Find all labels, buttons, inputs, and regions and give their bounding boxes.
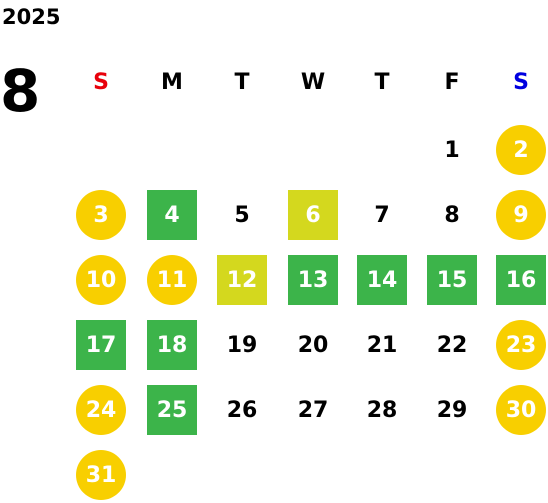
- day-cell-26[interactable]: 26: [226, 397, 258, 423]
- day-cell-22[interactable]: 22: [436, 332, 468, 358]
- day-cell-15[interactable]: 15: [427, 255, 477, 305]
- day-cell-1[interactable]: 1: [444, 137, 460, 163]
- day-cell-27[interactable]: 27: [297, 397, 329, 423]
- day-cell-4[interactable]: 4: [147, 190, 197, 240]
- day-cell-29[interactable]: 29: [436, 397, 468, 423]
- month-number: 8: [0, 57, 41, 125]
- day-cell-25[interactable]: 25: [147, 385, 197, 435]
- day-cell-21[interactable]: 21: [366, 332, 398, 358]
- day-cell-2[interactable]: 2: [496, 125, 546, 175]
- weekday-header-sunday: S: [93, 69, 109, 95]
- day-cell-8[interactable]: 8: [444, 202, 460, 228]
- day-cell-11[interactable]: 11: [147, 255, 197, 305]
- day-cell-24[interactable]: 24: [76, 385, 126, 435]
- day-cell-30[interactable]: 30: [496, 385, 546, 435]
- day-cell-17[interactable]: 17: [76, 320, 126, 370]
- day-cell-18[interactable]: 18: [147, 320, 197, 370]
- day-cell-14[interactable]: 14: [357, 255, 407, 305]
- day-cell-31[interactable]: 31: [76, 450, 126, 500]
- day-cell-20[interactable]: 20: [297, 332, 329, 358]
- weekday-header-thursday: T: [374, 69, 390, 95]
- weekday-header-tuesday: T: [234, 69, 250, 95]
- day-cell-28[interactable]: 28: [366, 397, 398, 423]
- weekday-header-saturday: S: [513, 69, 529, 95]
- weekday-header-monday: M: [161, 69, 183, 95]
- day-cell-12[interactable]: 12: [217, 255, 267, 305]
- day-cell-10[interactable]: 10: [76, 255, 126, 305]
- weekday-header-wednesday: W: [300, 69, 326, 95]
- day-cell-7[interactable]: 7: [374, 202, 390, 228]
- day-cell-3[interactable]: 3: [76, 190, 126, 240]
- year-label: 2025: [2, 5, 61, 29]
- day-cell-19[interactable]: 19: [226, 332, 258, 358]
- day-cell-13[interactable]: 13: [288, 255, 338, 305]
- day-cell-6[interactable]: 6: [288, 190, 338, 240]
- day-cell-5[interactable]: 5: [234, 202, 250, 228]
- day-cell-23[interactable]: 23: [496, 320, 546, 370]
- day-cell-16[interactable]: 16: [496, 255, 546, 305]
- weekday-header-friday: F: [444, 69, 460, 95]
- day-cell-9[interactable]: 9: [496, 190, 546, 240]
